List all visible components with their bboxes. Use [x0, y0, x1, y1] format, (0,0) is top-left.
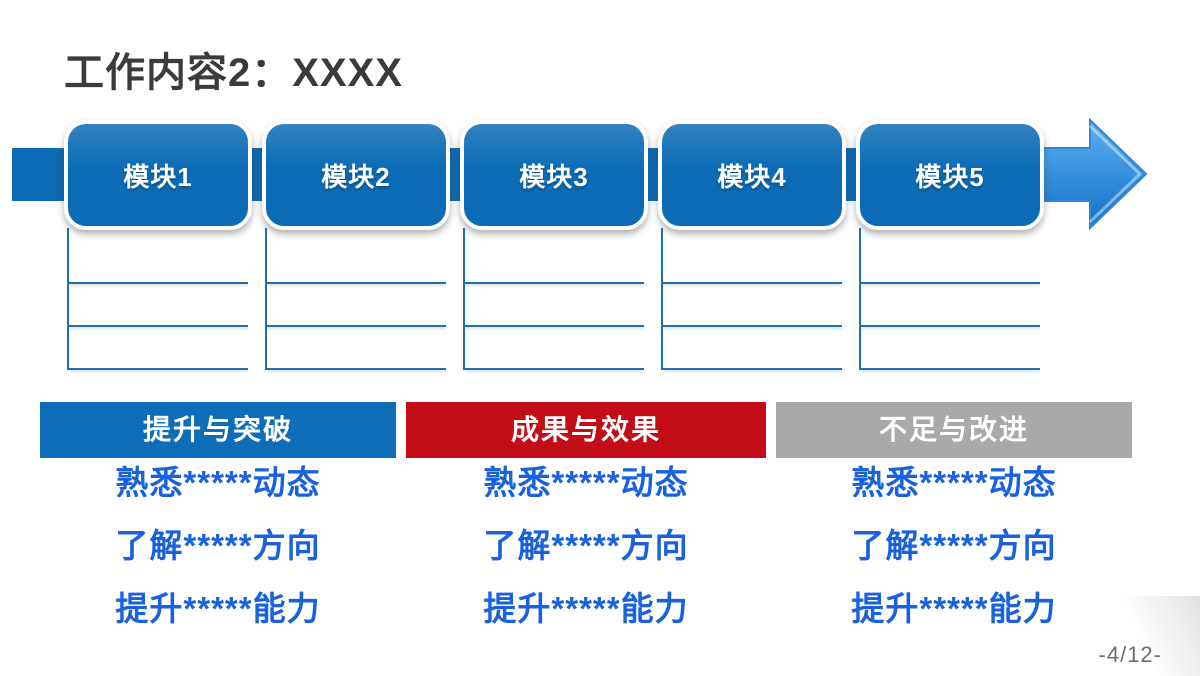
section-improvement: 提升与突破 熟悉*****动态 了解*****方向 提升*****能力	[40, 402, 396, 634]
section-text-line: 提升*****能力	[483, 590, 689, 627]
table-row-line	[69, 325, 248, 327]
section-text-line: 了解*****方向	[851, 527, 1057, 564]
section-header-bar: 提升与突破	[40, 402, 396, 458]
module-table-4	[661, 228, 842, 370]
table-row-line	[267, 368, 446, 370]
section-text-line: 了解*****方向	[483, 527, 689, 564]
table-row-line	[69, 368, 248, 370]
module-label: 模块1	[123, 161, 193, 192]
table-row-line	[861, 325, 1040, 327]
module-label: 模块5	[915, 161, 985, 192]
section-header-bar: 不足与改进	[776, 402, 1132, 458]
table-row-line	[663, 368, 842, 370]
table-row-line	[69, 282, 248, 284]
table-row-line	[663, 325, 842, 327]
module-label: 模块3	[519, 161, 589, 192]
table-row-line	[861, 368, 1040, 370]
module-box-5[interactable]: 模块5	[856, 120, 1044, 230]
page-number: -4/12-	[1098, 642, 1162, 667]
module-table-2	[265, 228, 446, 370]
module-box-4[interactable]: 模块4	[658, 120, 846, 230]
section-text-line: 了解*****方向	[115, 527, 321, 564]
table-row-line	[663, 282, 842, 284]
table-row-line	[465, 368, 644, 370]
section-text-line: 熟悉*****动态	[851, 464, 1057, 501]
module-box-3[interactable]: 模块3	[460, 120, 648, 230]
table-row-line	[267, 325, 446, 327]
table-row-line	[465, 282, 644, 284]
module-table-3	[463, 228, 644, 370]
section-text-line: 熟悉*****动态	[483, 464, 689, 501]
module-label: 模块2	[321, 161, 391, 192]
corner-shade	[1090, 596, 1200, 676]
section-header-bar: 成果与效果	[406, 402, 766, 458]
module-table-5	[859, 228, 1040, 370]
section-text-line: 提升*****能力	[115, 590, 321, 627]
module-box-2[interactable]: 模块2	[262, 120, 450, 230]
arrow-head-icon	[1036, 117, 1148, 231]
table-row-line	[267, 282, 446, 284]
module-table-1	[67, 228, 248, 370]
section-text-line: 熟悉*****动态	[115, 464, 321, 501]
module-box-1[interactable]: 模块1	[64, 120, 252, 230]
table-row-line	[861, 282, 1040, 284]
page-title: 工作内容2：XXXX	[64, 51, 403, 95]
section-shortcomings: 不足与改进 熟悉*****动态 了解*****方向 提升*****能力	[776, 402, 1132, 634]
section-results: 成果与效果 熟悉*****动态 了解*****方向 提升*****能力	[406, 402, 766, 634]
arrow-shaft-left	[12, 148, 70, 201]
table-row-line	[465, 325, 644, 327]
module-label: 模块4	[717, 161, 787, 192]
section-text-line: 提升*****能力	[851, 590, 1057, 627]
